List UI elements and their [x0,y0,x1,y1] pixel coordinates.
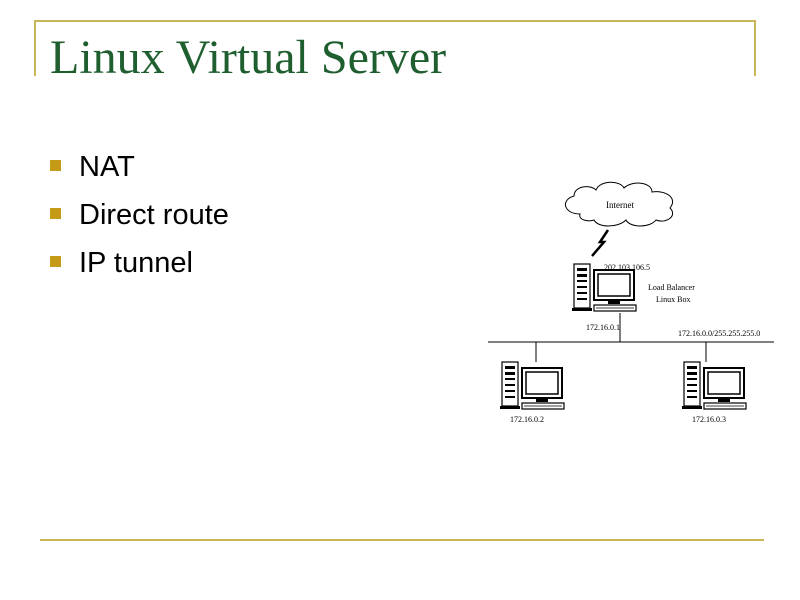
right-frame-line [754,20,756,76]
bullet-item-direct-route: Direct route [50,196,229,244]
bullet-list: NAT Direct route IP tunnel [50,148,229,292]
load-balancer-label: Load Balancer [648,283,695,292]
cloud-label: Internet [606,200,634,210]
square-bullet-icon [50,208,61,219]
square-bullet-icon [50,160,61,171]
server2-ip-label: 172.16.0.3 [692,415,726,424]
bullet-item-ip-tunnel: IP tunnel [50,244,229,292]
square-bullet-icon [50,256,61,267]
network-label: 172.16.0.0/255.255.255.0 [678,329,760,338]
server2-computer-icon [681,361,747,410]
bottom-frame-line [40,539,764,541]
bullet-item-nat: NAT [50,148,229,196]
server1-ip-label: 172.16.0.2 [510,415,544,424]
slide-title: Linux Virtual Server [50,30,453,85]
cloud-icon [565,181,674,227]
top-frame-line [34,20,756,22]
network-diagram-svg: Internet 202.103.106.5 Load Balancer Lin… [488,181,774,424]
lb-internal-ip-label: 172.16.0.1 [586,323,620,332]
network-diagram: Internet 202.103.106.5 Load Balancer Lin… [480,178,780,428]
lightning-icon [591,229,610,257]
left-frame-line [34,20,36,76]
bullet-text: Direct route [79,199,229,231]
bullet-text: NAT [79,151,135,183]
public-ip-label: 202.103.106.5 [604,263,650,272]
bullet-text: IP tunnel [79,247,193,279]
linux-box-label: Linux Box [656,295,690,304]
server1-computer-icon [499,361,565,410]
